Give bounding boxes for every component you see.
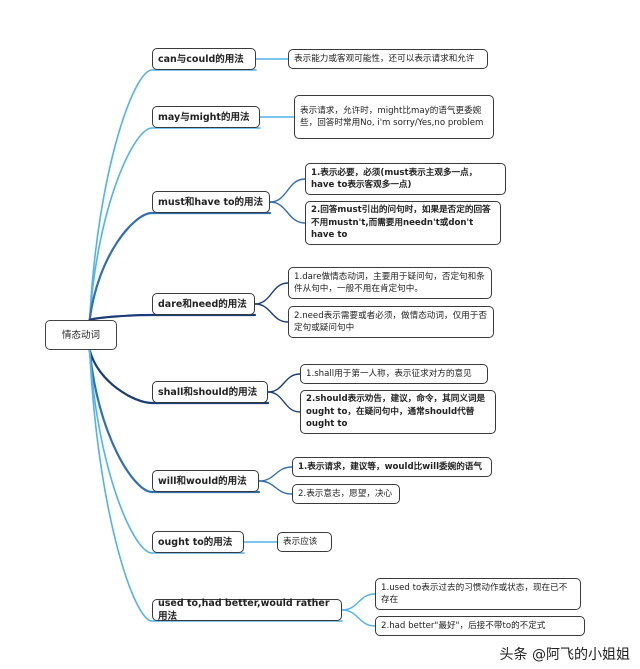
leaf-text: 表示应该 — [283, 536, 318, 547]
leaf-connector — [341, 593, 376, 611]
branch-can-could: can与could的用法 — [152, 48, 256, 70]
leaf-used-to-2: 2.had better"最好"，后接不带to的不定式 — [375, 616, 585, 636]
branch-connector — [88, 127, 261, 321]
branch-label: shall和should的用法 — [158, 386, 258, 398]
watermark: 头条 @阿飞的小姐姐 — [499, 647, 630, 663]
branch-must-have-to: must和have to的用法 — [152, 191, 270, 213]
leaf-text: 表示请求，允许时，might比may的语气更委婉些，回答时常用No, i'm s… — [300, 105, 484, 129]
leaf-connector — [341, 609, 376, 627]
branch-connector — [88, 348, 261, 494]
branch-label: dare和need的用法 — [158, 298, 247, 310]
leaf-can-could-1: 表示能力或客观可能性，还可以表示请求和允许 — [288, 49, 488, 69]
leaf-dare-need-1: 1.dare做情态动词，主要用于疑问句，否定句和条件从句中，一般不用在肯定句中。 — [288, 267, 492, 299]
leaf-shall-should-1: 1.shall用于第一人称，表示征求对方的意见 — [300, 364, 488, 384]
leaf-text: 1.表示请求，建议等，would比will委婉的语气 — [298, 461, 482, 472]
branch-label: will和would的用法 — [158, 475, 247, 487]
leaf-must-have-to-2: 2.回答must引出的问句时，如果是否定的回答不用mustn't,而需要用nee… — [305, 201, 501, 245]
branch-dare-need: dare和need的用法 — [152, 293, 255, 315]
leaf-shall-should-2: 2.should表示劝告，建议，命令，其同义词是ought to，在疑问句中，通… — [300, 390, 496, 434]
leaf-text: 1.表示必要，必须(must表示主观多一点，have to表示客观多一点) — [311, 167, 478, 191]
branch-may-might: may与might的用法 — [152, 106, 260, 128]
leaf-must-have-to-1: 1.表示必要，必须(must表示主观多一点，have to表示客观多一点) — [305, 163, 506, 195]
branch-ought-to: ought to的用法 — [152, 531, 244, 553]
root-label: 情态动词 — [61, 329, 100, 341]
leaf-connector — [254, 282, 289, 305]
leaf-connector — [269, 201, 306, 224]
leaf-connector — [267, 373, 301, 393]
leaf-text: 2.need表示需要或者必须，做情态动词，仅用于否定句或疑问句中 — [294, 310, 487, 334]
leaf-connector — [267, 391, 301, 413]
branch-connector — [88, 69, 257, 321]
leaf-used-to-1: 1.used to表示过去的习惯动作或状态，现在已不存在 — [375, 578, 581, 610]
branch-shall-should: shall和should的用法 — [152, 381, 268, 403]
branch-label: ought to的用法 — [158, 536, 233, 548]
branch-label: used to,had better,would rather用法 — [158, 598, 330, 622]
leaf-text: 表示能力或客观可能性，还可以表示请求和允许 — [294, 53, 475, 64]
branch-connector — [88, 348, 270, 405]
branch-connector — [88, 349, 245, 554]
leaf-text: 2.should表示劝告，建议，命令，其同义词是ought to，在疑问句中，通… — [306, 394, 486, 430]
leaf-will-would-1: 1.表示请求，建议等，would比will委婉的语气 — [292, 457, 492, 477]
leaf-connector — [269, 178, 306, 203]
branch-label: may与might的用法 — [158, 111, 250, 123]
branch-connector — [88, 313, 257, 322]
leaf-text: 2.回答must引出的问句时，如果是否定的回答不用mustn't,而需要用nee… — [311, 205, 491, 241]
branch-connector — [88, 349, 343, 622]
leaf-ought-to-1: 表示应该 — [277, 532, 332, 552]
leaf-text: 1.used to表示过去的习惯动作或状态，现在已不存在 — [381, 582, 568, 606]
branch-will-would: will和would的用法 — [152, 470, 259, 492]
leaf-text: 1.dare做情态动词，主要用于疑问句，否定句和条件从句中，一般不用在肯定句中。 — [294, 271, 485, 295]
leaf-text: 2.had better"最好"，后接不带to的不定式 — [381, 620, 546, 631]
leaf-dare-need-2: 2.need表示需要或者必须，做情态动词，仅用于否定句或疑问句中 — [288, 306, 494, 338]
branch-label: must和have to的用法 — [158, 196, 264, 208]
leaf-connector — [258, 466, 293, 482]
branch-label: can与could的用法 — [158, 53, 244, 65]
leaf-text: 2.表示意志，愿望，决心 — [298, 488, 393, 499]
branch-connector — [88, 211, 272, 322]
leaf-text: 1.shall用于第一人称，表示征求对方的意见 — [306, 368, 472, 379]
leaf-may-might-1: 表示请求，允许时，might比may的语气更委婉些，回答时常用No, i'm s… — [294, 95, 494, 139]
leaf-connector — [258, 480, 293, 495]
leaf-connector — [254, 303, 289, 323]
leaf-will-would-2: 2.表示意志，愿望，决心 — [292, 484, 400, 504]
root-node: 情态动词 — [45, 320, 117, 350]
branch-used-to: used to,had better,would rather用法 — [152, 598, 342, 622]
